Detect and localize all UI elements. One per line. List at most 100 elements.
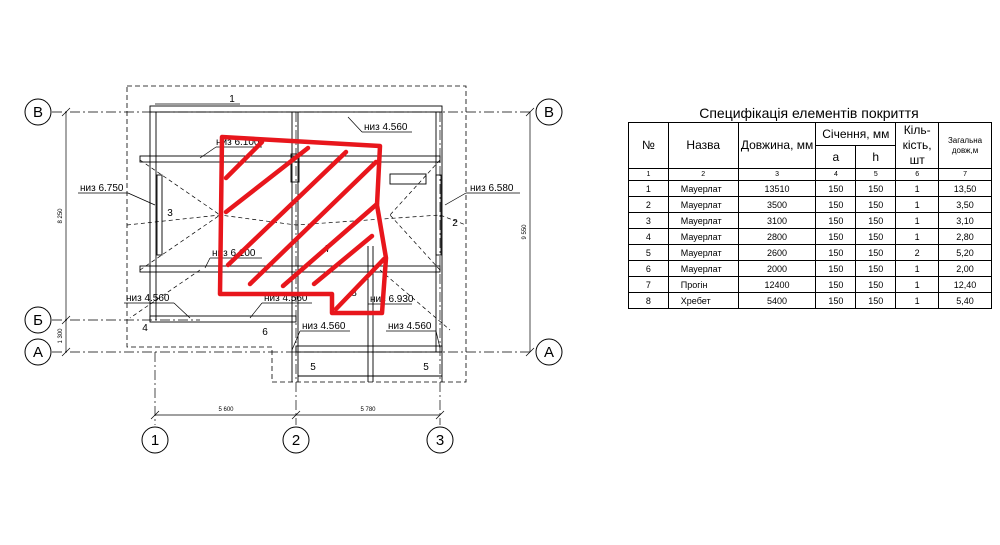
- table-cell: 150: [815, 180, 857, 197]
- table-cell: 12400: [737, 276, 817, 293]
- table-cell: 150: [855, 292, 897, 309]
- spec-title: Специфікація елементів покриття: [699, 105, 919, 121]
- header-qty: Кіль-кість, шт: [895, 122, 940, 169]
- table-cell: 3100: [737, 212, 817, 229]
- table-cell: 150: [855, 276, 897, 293]
- axis-label-row-v: В: [33, 104, 43, 121]
- table-cell: Мауерлат: [667, 228, 739, 245]
- table-cell: 4: [628, 228, 669, 245]
- table-cell: 2800: [737, 228, 817, 245]
- axis-label-row-a: А: [33, 344, 43, 361]
- table-cell: 150: [815, 260, 857, 277]
- table-cell: Прогін: [667, 276, 739, 293]
- red-markup: [217, 134, 389, 316]
- table-cell: 150: [815, 244, 857, 261]
- axis-bubbles: [24, 98, 563, 454]
- index-cell: 4: [815, 168, 857, 181]
- red-hatch: [223, 139, 265, 181]
- spec-table: № Назва Довжина, мм Січення, мм Кіль-кіс…: [628, 122, 992, 309]
- red-outline: [217, 134, 389, 316]
- elev-left-low: низ 4.560: [126, 293, 170, 304]
- table-cell: 1: [895, 292, 940, 309]
- axis-label-row-b: Б: [33, 312, 43, 329]
- dimension-lines: [61, 107, 535, 420]
- table-cell: 150: [855, 212, 897, 229]
- element-label-6: 6: [262, 327, 268, 338]
- index-cell: 5: [855, 168, 897, 181]
- dim-bottom-right: 5 780: [360, 407, 376, 413]
- element-label-1: 1: [229, 94, 235, 105]
- table-cell: 150: [855, 260, 897, 277]
- table-cell: 5,20: [938, 244, 992, 261]
- table-cell: 13,50: [938, 180, 992, 197]
- table-cell: 150: [815, 196, 857, 213]
- dim-right-total: 9 550: [522, 224, 528, 240]
- table-cell: 1: [895, 260, 940, 277]
- table-cell: 2: [895, 244, 940, 261]
- table-cell: Мауерлат: [667, 212, 739, 229]
- table-cell: 3,50: [938, 196, 992, 213]
- header-h: h: [855, 145, 897, 169]
- axis-label-col-3: 3: [436, 432, 444, 449]
- table-cell: 3,10: [938, 212, 992, 229]
- dim-left-small: 1 300: [58, 328, 64, 344]
- element-label-2: 2: [452, 218, 458, 229]
- table-cell: 2: [628, 196, 669, 213]
- table-cell: 8: [628, 292, 669, 309]
- structure: [139, 105, 443, 382]
- table-cell: 7: [628, 276, 669, 293]
- index-cell: 7: [938, 168, 992, 181]
- table-cell: 3: [628, 212, 669, 229]
- elev-right-low-mid: низ 6.930: [370, 294, 414, 305]
- table-cell: 150: [855, 196, 897, 213]
- roof-outline: [126, 85, 467, 383]
- table-cell: 2600: [737, 244, 817, 261]
- table-cell: 6: [628, 260, 669, 277]
- header-section: Січення, мм: [815, 122, 897, 146]
- axis-label-row-a-right: А: [544, 344, 554, 361]
- table-cell: 150: [815, 228, 857, 245]
- element-label-4: 4: [142, 323, 148, 334]
- table-cell: 150: [815, 276, 857, 293]
- table-cell: 150: [855, 228, 897, 245]
- table-cell: 2,00: [938, 260, 992, 277]
- hip-lines: [126, 159, 467, 331]
- elev-bottom-right: низ 4.560: [388, 321, 432, 332]
- elev-right-mid: низ 6.580: [470, 183, 514, 194]
- specification-panel: Специфікація елементів покриття № Назва …: [628, 104, 992, 309]
- red-hatch: [333, 256, 387, 312]
- table-cell: 150: [815, 292, 857, 309]
- header-name: Назва: [667, 122, 739, 169]
- table-cell: 150: [815, 212, 857, 229]
- elev-center-low: низ 4.560: [264, 293, 308, 304]
- red-hatch: [247, 159, 379, 287]
- element-label-8: 8: [351, 288, 357, 299]
- table-cell: 1: [895, 180, 940, 197]
- element-label-5b: 5: [423, 362, 429, 373]
- red-hatch: [223, 145, 311, 215]
- axis-label-col-1: 1: [151, 432, 159, 449]
- element-label-3: 3: [167, 208, 173, 219]
- table-cell: 2000: [737, 260, 817, 277]
- header-total: Загальна довж,м: [938, 122, 992, 169]
- elev-inner-mid: низ 6.100: [212, 248, 256, 259]
- elev-inner-top: низ 6.100: [216, 137, 260, 148]
- table-cell: 5,40: [938, 292, 992, 309]
- table-cell: 5: [628, 244, 669, 261]
- red-hatch: [311, 233, 375, 287]
- dim-left-total: 8 250: [58, 208, 64, 224]
- table-cell: Хребет: [667, 292, 739, 309]
- roof-plan-drawing: В Б А В А 1 2 3 8 250 1 300 9 550 5 600 …: [24, 85, 563, 454]
- table-cell: 1: [628, 180, 669, 197]
- element-label-5a: 5: [310, 362, 316, 373]
- header-length: Довжина, мм: [737, 122, 817, 169]
